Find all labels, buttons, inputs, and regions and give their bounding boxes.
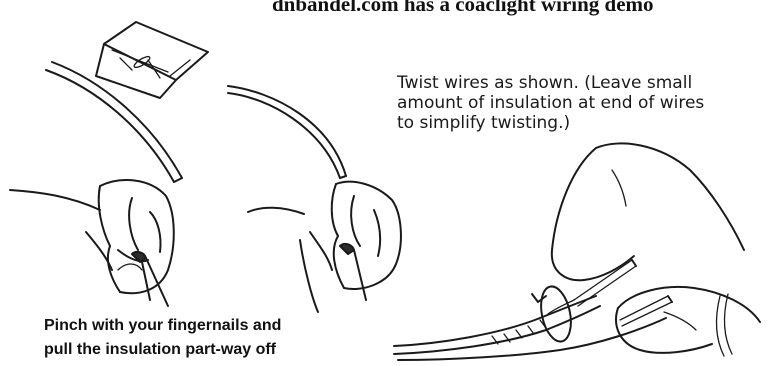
upper-finger xyxy=(552,143,744,280)
background-wire xyxy=(717,294,732,356)
rotation-arrow xyxy=(532,284,576,345)
lower-thumb xyxy=(616,287,760,353)
